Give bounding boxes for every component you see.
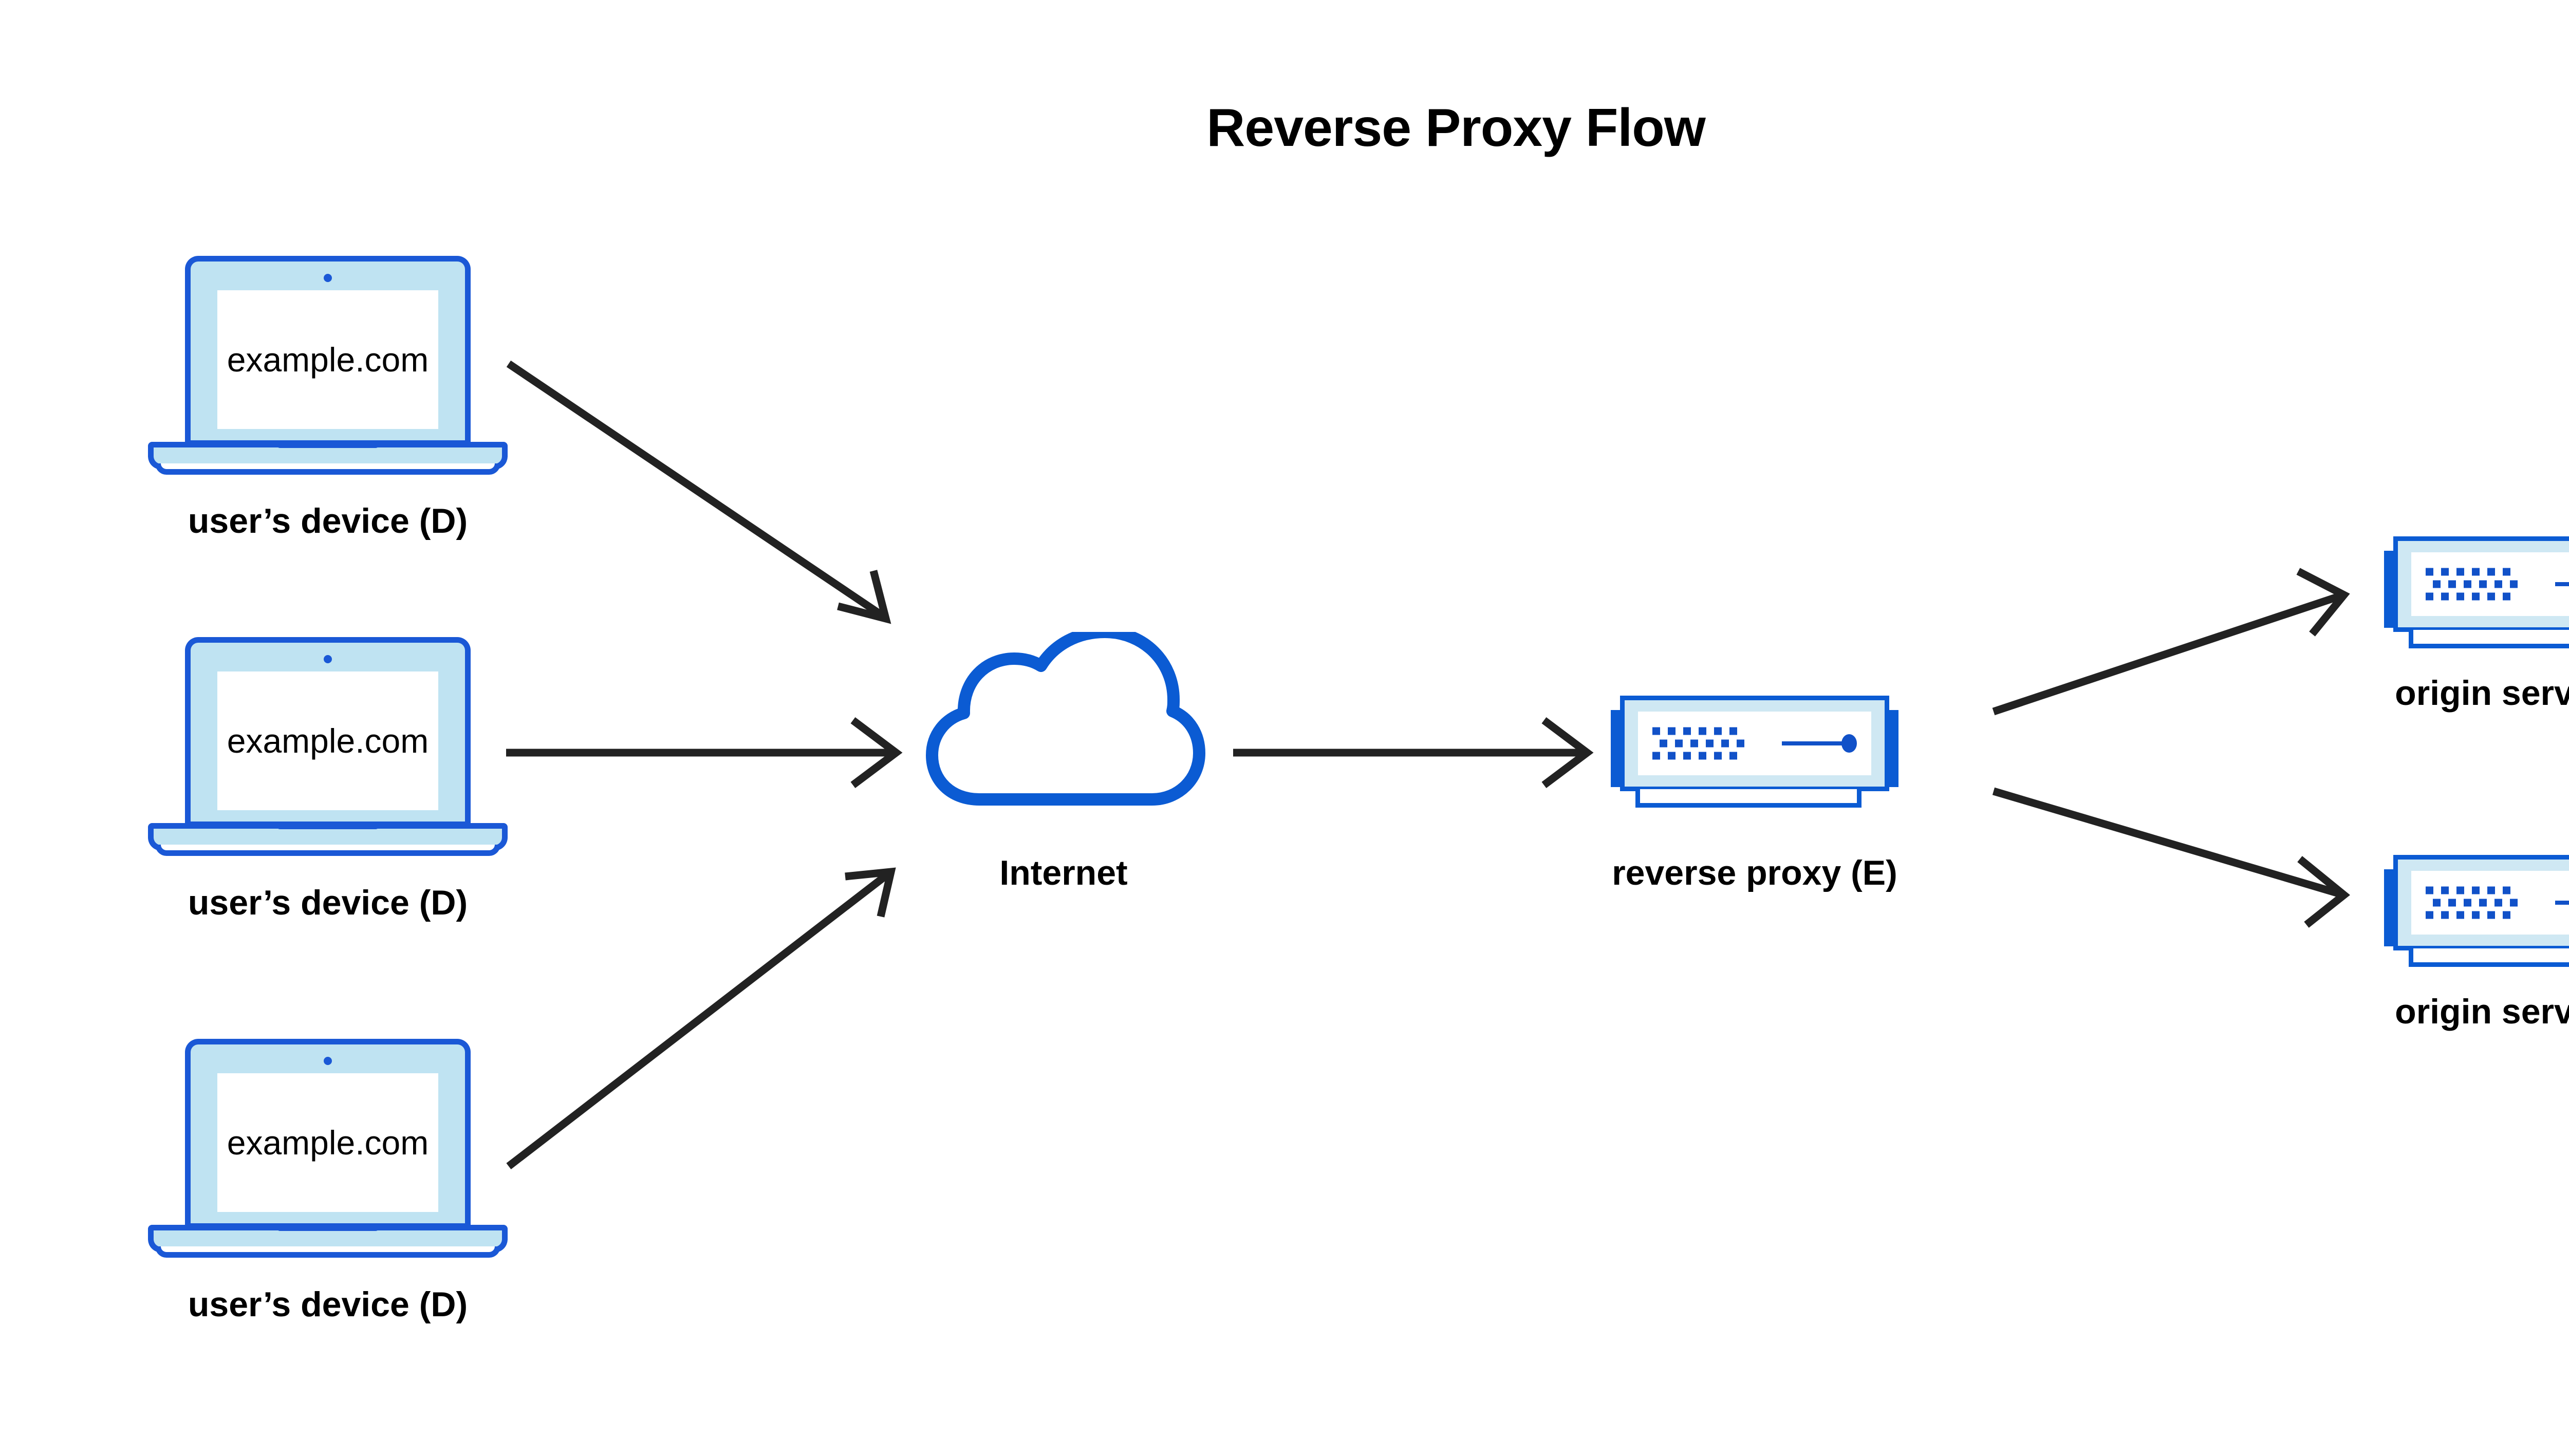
laptop-icon: example.com <box>148 637 508 863</box>
laptop-icon: example.com <box>148 256 508 482</box>
laptop-notch <box>276 1224 379 1231</box>
server-vent-grid <box>2426 568 2518 601</box>
label-user-device-3: user’s device (D) <box>188 1285 468 1324</box>
arrow-device3-to-internet <box>506 867 896 1169</box>
laptop-notch <box>276 441 379 448</box>
server-body <box>2393 855 2569 950</box>
arrow-internet-to-proxy <box>1233 717 1594 788</box>
server-icon <box>1611 688 1898 817</box>
laptop-foot <box>155 1246 500 1258</box>
server-body <box>1620 696 1889 791</box>
page-title: Reverse Proxy Flow <box>1206 98 1705 158</box>
arrow-proxy-to-origin2 <box>1992 787 2350 928</box>
laptop-foot <box>155 845 500 856</box>
server-status-bar <box>2555 582 2569 586</box>
label-internet: Internet <box>999 853 1128 892</box>
server-status-bar <box>1782 741 1854 745</box>
cloud-icon <box>920 632 1207 812</box>
server-face <box>1638 712 1871 775</box>
server-indicator-light <box>1841 734 1857 753</box>
server-shelf <box>1635 789 1861 808</box>
label-user-device-1: user’s device (D) <box>188 501 468 540</box>
arrow-device2-to-internet <box>506 717 903 788</box>
arrow-device1-to-internet <box>506 360 891 624</box>
webcam-icon <box>324 1057 332 1065</box>
screen-url-text: example.com <box>227 1124 429 1162</box>
laptop-notch <box>276 822 379 829</box>
laptop-lid: example.com <box>185 256 471 446</box>
label-origin-server-2: origin server (F) <box>2395 992 2569 1031</box>
label-origin-server-1: origin server (F) <box>2395 674 2569 713</box>
laptop-screen: example.com <box>217 671 438 810</box>
laptop-screen: example.com <box>217 1073 438 1212</box>
label-user-device-2: user’s device (D) <box>188 883 468 922</box>
laptop-screen: example.com <box>217 290 438 429</box>
screen-url-text: example.com <box>227 341 429 379</box>
server-vent-grid <box>2426 886 2518 919</box>
server-status-bar <box>2555 901 2569 905</box>
server-shelf <box>2409 948 2569 967</box>
server-body <box>2393 536 2569 632</box>
server-icon <box>2384 529 2569 658</box>
laptop-lid: example.com <box>185 1039 471 1229</box>
server-vent-grid <box>1652 727 1745 760</box>
laptop-icon: example.com <box>148 1039 508 1265</box>
screen-url-text: example.com <box>227 722 429 760</box>
label-reverse-proxy: reverse proxy (E) <box>1612 853 1897 892</box>
laptop-foot <box>155 463 500 475</box>
server-face <box>2411 871 2569 935</box>
webcam-icon <box>324 655 332 663</box>
server-shelf <box>2409 630 2569 648</box>
server-icon <box>2384 848 2569 976</box>
webcam-icon <box>324 274 332 282</box>
server-face <box>2411 552 2569 616</box>
laptop-lid: example.com <box>185 637 471 827</box>
arrow-proxy-to-origin1 <box>1992 568 2350 716</box>
